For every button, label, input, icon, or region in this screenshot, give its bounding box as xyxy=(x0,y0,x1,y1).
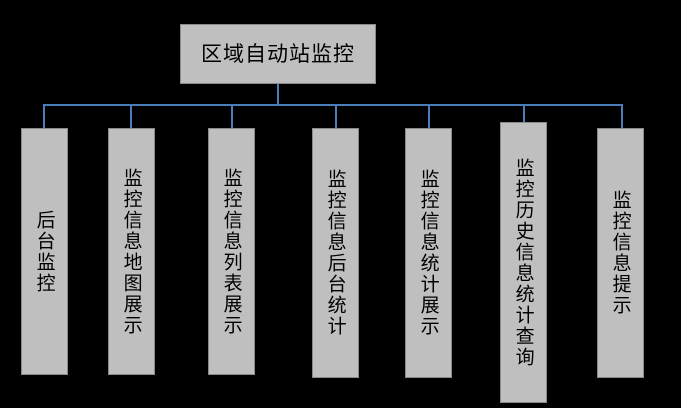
connector-drop-2 xyxy=(130,104,132,129)
node-child-5[interactable]: 监控信息统计展示 xyxy=(405,128,452,378)
node-child-7[interactable]: 监控信息提示 xyxy=(597,128,644,378)
node-child-6[interactable]: 监控历史信息统计查询 xyxy=(500,122,547,403)
connector-drop-1 xyxy=(43,104,45,129)
node-child-4[interactable]: 监控信息后台统计 xyxy=(312,128,359,378)
node-child-1[interactable]: 后台监控 xyxy=(21,128,68,375)
node-root[interactable]: 区域自动站监控 xyxy=(180,24,376,84)
connector-horizontal-bus xyxy=(44,104,623,106)
node-child-3[interactable]: 监控信息列表展示 xyxy=(208,128,255,375)
connector-drop-4 xyxy=(335,104,337,129)
connector-root-stem xyxy=(277,84,279,106)
connector-drop-5 xyxy=(428,104,430,129)
connector-drop-7 xyxy=(621,104,623,129)
node-child-2[interactable]: 监控信息地图展示 xyxy=(108,128,155,375)
connector-drop-6 xyxy=(523,104,525,124)
connector-drop-3 xyxy=(231,104,233,129)
